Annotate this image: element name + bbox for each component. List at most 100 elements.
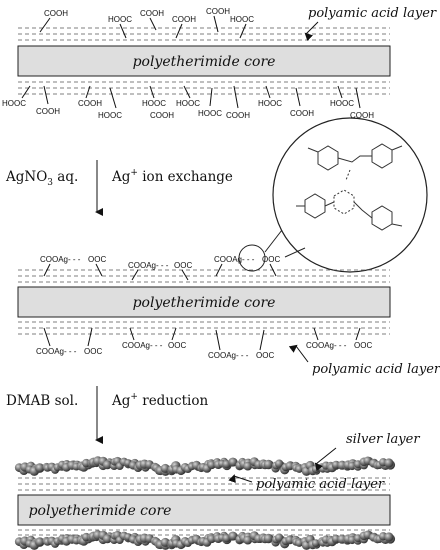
bridge: - - -	[334, 341, 347, 350]
silver-particle	[243, 535, 253, 545]
silver-particle	[263, 459, 274, 470]
ooc-group: OOC	[262, 255, 280, 264]
silver-carboxylate-pairs-bottom: COOAg - - - OOC COOAg - - - OOC COOAg - …	[36, 341, 372, 360]
silver-particle	[275, 459, 284, 468]
silver-particle	[35, 537, 45, 547]
inset-connector	[284, 247, 306, 258]
inset-connector	[264, 229, 283, 253]
polyamic-acid-layer-bottom	[18, 321, 390, 335]
hooc-group: HOOC	[98, 111, 122, 120]
silver-particle	[384, 532, 394, 542]
molecular-structure-inset	[264, 117, 428, 273]
polyamic-acid-layer-label: polyamic acid layer	[308, 6, 437, 21]
bond-lines	[21, 15, 361, 109]
cooh-group: COOH	[150, 111, 174, 120]
bridge: - - -	[64, 347, 77, 356]
silver-particle	[35, 463, 45, 473]
step1-reagent: AgNO3 aq.	[5, 169, 78, 188]
cooag-group: COOAg	[306, 341, 334, 350]
hooc-group: HOOC	[330, 99, 354, 108]
bond-lines	[43, 263, 361, 351]
cooag-group: COOAg	[40, 255, 68, 264]
silver-layer-label: silver layer	[346, 432, 420, 447]
cooag-group: COOAg	[36, 347, 64, 356]
cooh-group: COOH	[36, 107, 60, 116]
label-pointer-arrow	[228, 474, 253, 483]
ooc-group: OOC	[84, 347, 102, 356]
label-pointer-arrow	[288, 344, 309, 363]
panel-initial-film: polyetherimide core COOH HOOC COOH COOH …	[2, 6, 437, 120]
bridge: - - -	[68, 255, 81, 264]
silver-layer-bottom	[14, 530, 396, 550]
cooh-group: COOH	[350, 111, 374, 120]
silver-layer-top	[14, 456, 396, 476]
panel-silver-salt-film: polyetherimide core COOAg - - - OOC COOA…	[17, 244, 440, 377]
silver-particle	[311, 539, 320, 547]
cooh-group: COOH	[78, 99, 102, 108]
polyamic-acid-layer-label: polyamic acid layer	[256, 477, 385, 492]
polyetherimide-core-label: polyetherimide core	[133, 54, 276, 70]
cooag-group: COOAg	[128, 261, 156, 270]
polyamic-acid-layer-top	[18, 269, 390, 283]
cooh-group: COOH	[140, 9, 164, 18]
polyamic-acid-layer-bottom	[18, 81, 390, 95]
step1-action: Ag+ ion exchange	[111, 168, 233, 185]
label-pointer-arrow	[304, 21, 319, 42]
silver-carboxylate-pairs-top: COOAg - - - OOC COOAg - - - OOC COOAg - …	[40, 255, 280, 270]
panel-silver-coated-film: polyetherimide core silver layer polyami…	[14, 432, 420, 550]
bridge: - - -	[242, 255, 255, 264]
cooag-group: COOAg	[122, 341, 150, 350]
polyamic-acid-layer-bottom	[18, 529, 390, 536]
silver-particle	[228, 531, 238, 541]
ooc-group: OOC	[354, 341, 372, 350]
polyamic-acid-layer-label: polyamic acid layer	[312, 362, 440, 377]
step2-action: Ag+ reduction	[111, 392, 208, 409]
step-reduction: DMAB sol. Ag+ reduction	[6, 386, 208, 444]
cooh-group: COOH	[172, 15, 196, 24]
silver-particle	[102, 460, 112, 470]
hooc-group: HOOC	[230, 15, 254, 24]
carboxyl-groups-top: COOH HOOC COOH COOH COOH HOOC	[44, 7, 254, 24]
silver-particle	[275, 533, 284, 542]
ooc-group: OOC	[168, 341, 186, 350]
cooh-group: COOH	[226, 111, 250, 120]
silver-particle	[228, 457, 238, 467]
ooc-group: OOC	[256, 351, 274, 360]
bridge: - - -	[156, 261, 169, 270]
zoom-target-circle	[238, 244, 266, 272]
cooag-group: COOAg	[208, 351, 236, 360]
cooh-group: COOH	[206, 7, 230, 16]
cooag-group: COOAg	[214, 255, 242, 264]
ooc-group: OOC	[174, 261, 192, 270]
step2-reagent: DMAB sol.	[6, 393, 78, 409]
silver-particle	[384, 458, 394, 468]
polyamic-acid-layer-top	[18, 27, 390, 41]
molecule-drawing	[296, 143, 403, 231]
silver-particle	[243, 461, 253, 471]
polyetherimide-core-box	[17, 494, 391, 526]
polyetherimide-core-box	[17, 45, 391, 77]
bridge: - - -	[236, 351, 249, 360]
polyetherimide-core-label: polyetherimide core	[29, 503, 172, 519]
hooc-group: HOOC	[108, 15, 132, 24]
step-ion-exchange: AgNO3 aq. Ag+ ion exchange	[5, 160, 233, 216]
hooc-group: HOOC	[142, 99, 166, 108]
carboxyl-groups-bottom: HOOC COOH COOH HOOC HOOC COOH HOOC HOOC …	[2, 99, 374, 120]
polyetherimide-core-box	[17, 286, 391, 318]
inset-circle	[272, 117, 428, 273]
bridge: - - -	[150, 341, 163, 350]
hooc-group: HOOC	[176, 99, 200, 108]
hooc-group: HOOC	[198, 109, 222, 118]
cooh-group: COOH	[44, 9, 68, 18]
hooc-group: HOOC	[2, 99, 26, 108]
ooc-group: OOC	[88, 255, 106, 264]
cooh-group: COOH	[290, 109, 314, 118]
silver-label-arrow	[314, 447, 337, 472]
polyamic-acid-layer-top	[18, 477, 390, 491]
silver-particle	[102, 534, 112, 544]
polyetherimide-core-label: polyetherimide core	[133, 295, 276, 311]
hooc-group: HOOC	[258, 99, 282, 108]
silver-particle	[263, 533, 274, 544]
